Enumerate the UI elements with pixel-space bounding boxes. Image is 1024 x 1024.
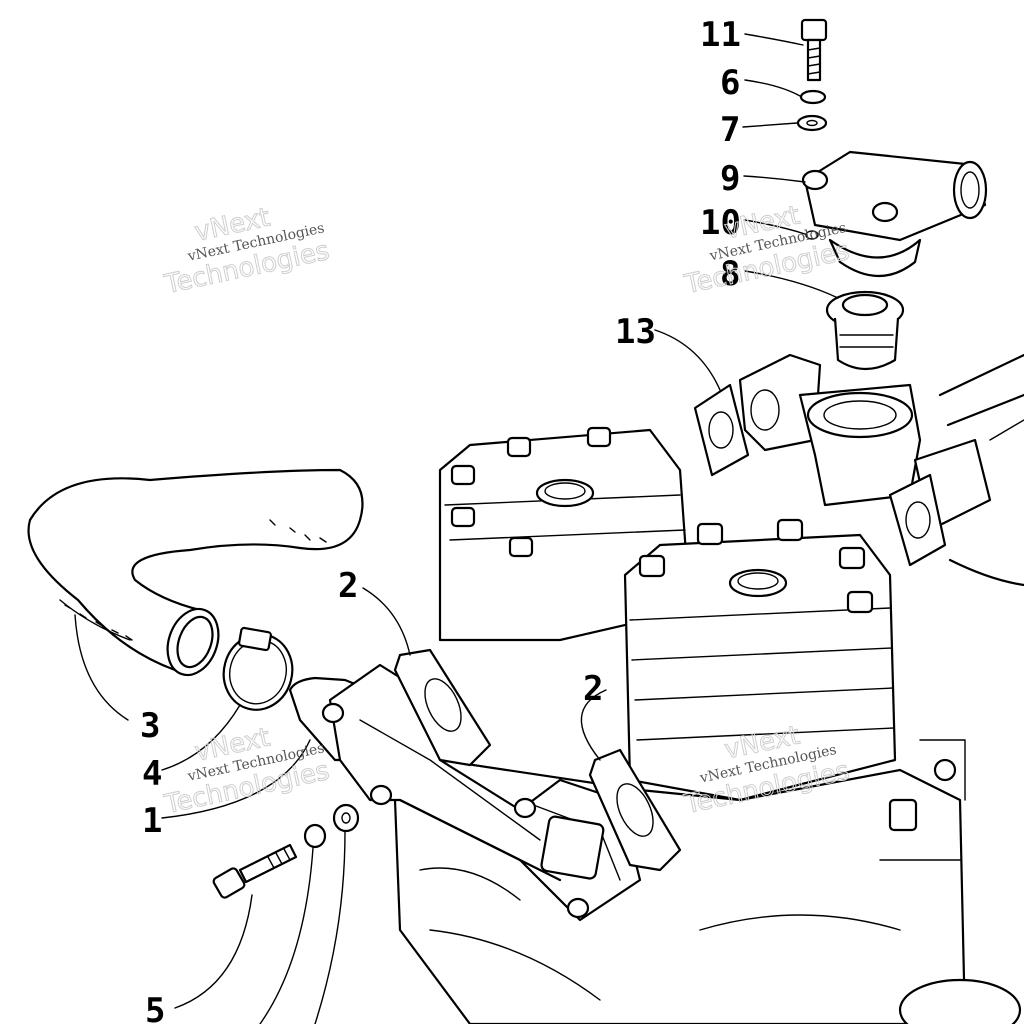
o-ring-10 <box>805 230 819 240</box>
hose-3 <box>27 468 364 677</box>
head-bolts-front <box>638 518 874 614</box>
water-manifold-1 <box>288 663 642 922</box>
head-bolts-rear <box>450 426 612 558</box>
gasket-2-rear <box>393 648 492 767</box>
callout-2-front: 2 <box>583 669 603 709</box>
clamp-4 <box>222 626 294 711</box>
leader-lines <box>74 33 839 1024</box>
flat-washer-7 <box>796 114 828 132</box>
gasket-2-front <box>588 748 682 872</box>
callout-6: 6 <box>720 63 740 103</box>
callout-2-rear: 2 <box>338 566 358 606</box>
callout-10: 10 <box>700 203 741 243</box>
lock-washer-6 <box>799 89 827 105</box>
callout-9: 9 <box>720 159 740 199</box>
watermark-top-left: vNext Technologies vNext Technologies <box>161 202 333 301</box>
lock-washer-5 <box>303 823 327 849</box>
watermark-bottom-left: vNext Technologies vNext Technologies <box>161 722 333 821</box>
thermostat-base <box>738 353 1024 587</box>
thermostat-housing-9 <box>801 150 988 278</box>
callout-13: 13 <box>615 312 656 352</box>
callout-11: 11 <box>700 15 741 55</box>
bolt-5 <box>212 843 298 899</box>
callout-5: 5 <box>145 991 165 1024</box>
callout-1: 1 <box>142 801 162 841</box>
flat-washer-5 <box>332 803 360 833</box>
thermostat-assembly <box>693 18 1024 587</box>
callout-labels: 11 6 7 9 10 8 13 2 2 3 4 1 5 <box>140 15 741 1024</box>
gasket-13 <box>693 383 750 477</box>
callout-7: 7 <box>720 110 740 150</box>
callout-4: 4 <box>142 754 162 794</box>
thermostat-8 <box>825 290 905 371</box>
callout-3: 3 <box>140 706 160 746</box>
bolt-11 <box>800 18 828 82</box>
callout-8: 8 <box>720 254 740 294</box>
